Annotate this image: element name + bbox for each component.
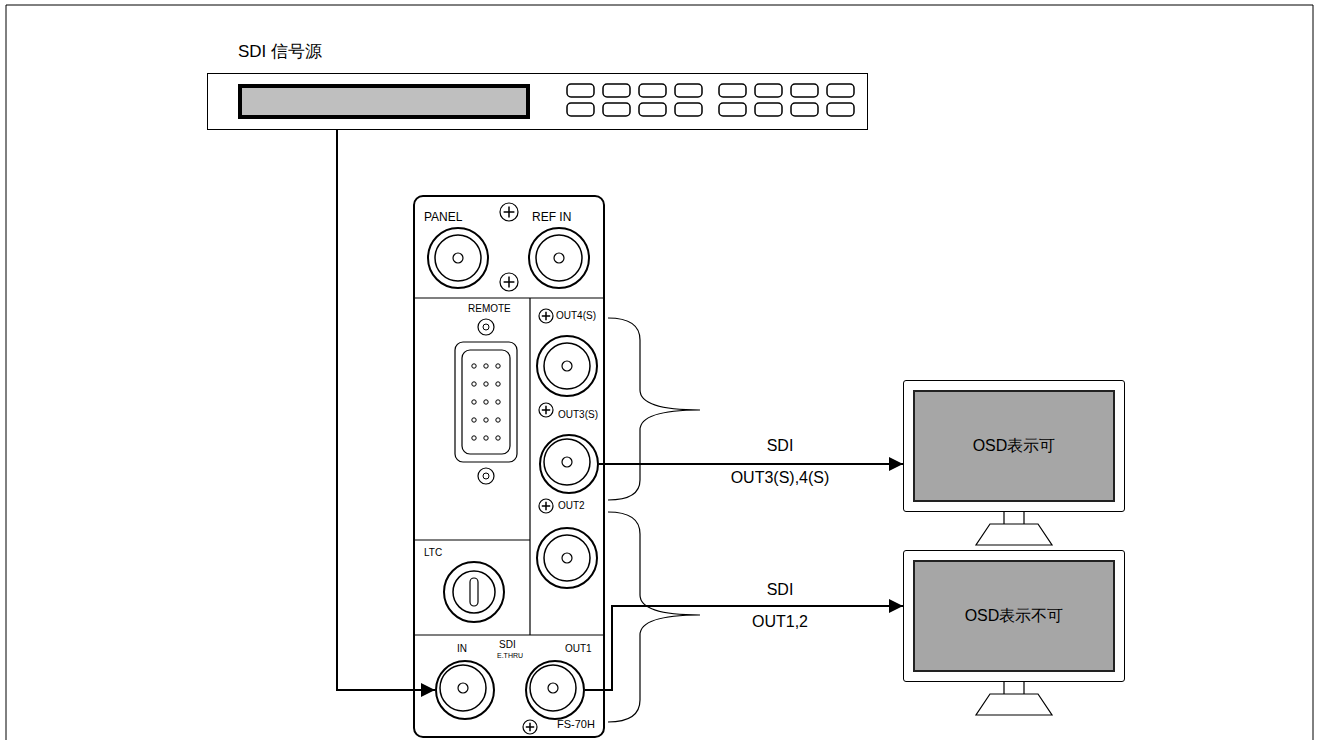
port-name: REF IN xyxy=(532,211,571,223)
remote-dsub xyxy=(455,319,517,484)
monitor-text: OSD表示可 xyxy=(973,438,1056,454)
device-button xyxy=(755,103,782,116)
device-button xyxy=(827,103,854,116)
bnc-connector xyxy=(529,228,589,288)
bnc-connector xyxy=(537,336,597,396)
panel-divider xyxy=(413,298,605,635)
bnc-output: OUT1 xyxy=(525,660,585,720)
device-button xyxy=(675,84,702,97)
bnc-output: OUT3(S) xyxy=(539,434,599,494)
device-button xyxy=(755,84,782,97)
monitor: OSD表示可 xyxy=(903,380,1125,512)
outer-frame xyxy=(6,5,1313,740)
device-button xyxy=(603,84,630,97)
port-name: SDI xyxy=(499,640,516,650)
device-button xyxy=(603,103,630,116)
device-button xyxy=(827,84,854,97)
signal-group-label: SDI OUT3(S),4(S) xyxy=(731,430,830,494)
signal-cable xyxy=(337,130,435,690)
device-display xyxy=(240,86,528,117)
monitor-text: OSD表示不可 xyxy=(965,608,1064,624)
screw xyxy=(539,403,553,417)
model-name: FS-70H xyxy=(557,719,595,730)
port-name: REMOTE xyxy=(468,304,511,314)
screw xyxy=(500,273,518,291)
device-button xyxy=(675,103,702,116)
device-button xyxy=(791,103,818,116)
bnc-input: IN xyxy=(435,660,495,720)
device-button xyxy=(567,103,594,116)
monitor-stand xyxy=(976,512,1052,545)
device-button xyxy=(719,84,746,97)
port-name: OUT1 xyxy=(565,644,592,654)
port-name: IN xyxy=(457,644,467,654)
device-button xyxy=(639,84,666,97)
screw xyxy=(523,720,537,734)
monitor: OSD表示不可 xyxy=(903,550,1125,682)
bracket xyxy=(608,318,700,500)
screw xyxy=(539,499,553,513)
port-name: OUT4(S) xyxy=(556,311,596,321)
port-name: PANEL xyxy=(424,211,462,223)
device-button xyxy=(791,84,818,97)
port-name: LTC xyxy=(424,548,442,558)
bnc-connector xyxy=(544,439,590,485)
signal-cable xyxy=(585,606,903,690)
port-name: OUT2 xyxy=(558,501,585,511)
device-button xyxy=(567,84,594,97)
monitor-stand xyxy=(976,682,1052,715)
screw xyxy=(500,203,518,221)
signal-cable xyxy=(599,463,903,465)
device-button xyxy=(639,103,666,116)
device-name: SDI 信号源 xyxy=(238,43,322,60)
screw xyxy=(539,309,553,323)
signal-group-label: SDI OUT1,2 xyxy=(752,574,808,638)
bnc-connector xyxy=(530,665,576,711)
device-button xyxy=(719,103,746,116)
port-name: OUT3(S) xyxy=(558,410,598,420)
monitor-screen: OSD表示不可 xyxy=(913,560,1115,672)
bnc-connector xyxy=(428,228,488,288)
bnc-connector xyxy=(440,665,486,711)
bracket xyxy=(608,512,700,722)
signal-source: SDI 信号源 xyxy=(207,73,868,130)
monitor-screen: OSD表示可 xyxy=(913,390,1115,502)
port-note: E.THRU xyxy=(497,652,523,659)
ltc-connector xyxy=(444,562,504,622)
bnc-connector xyxy=(537,528,597,588)
